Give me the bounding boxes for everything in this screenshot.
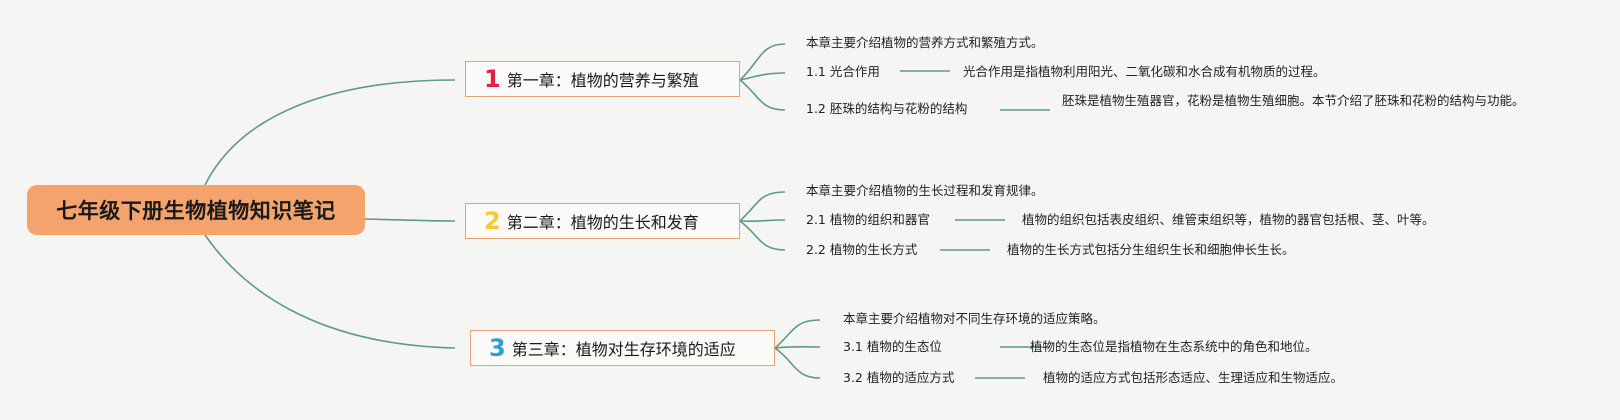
chapter-3-section-2[interactable]: 3.2 植物的适应方式 <box>843 370 955 385</box>
chapter-2-section-2[interactable]: 2.2 植物的生长方式 <box>806 242 918 257</box>
chapter-3-node[interactable]: 3 第三章：植物对生存环境的适应 <box>470 330 775 366</box>
connector-ch3-s1 <box>774 345 821 349</box>
chapter-1-summary[interactable]: 本章主要介绍植物的营养方式和繁殖方式。 <box>806 35 1044 50</box>
chapter-3-section-1[interactable]: 3.1 植物的生态位 <box>843 339 942 354</box>
connector-ch1-s1 <box>739 72 786 81</box>
chapter-2-section-2-desc[interactable]: 植物的生长方式包括分生组织生长和细胞伸长生长。 <box>1007 242 1295 257</box>
connector-ch2-s1 <box>739 219 786 223</box>
root-title: 七年级下册生物植物知识笔记 <box>56 199 336 223</box>
root-topic[interactable]: 七年级下册生物植物知识笔记 <box>27 185 365 235</box>
chapter-2-section-1[interactable]: 2.1 植物的组织和器官 <box>806 212 930 227</box>
chapter-3-title: 第三章：植物对生存环境的适应 <box>511 340 736 359</box>
connector-ch3-s2 <box>774 347 821 379</box>
chapter-3-section-1-desc[interactable]: 植物的生态位是指植物在生态系统中的角色和地位。 <box>1030 339 1318 354</box>
chapter-1-section-1[interactable]: 1.1 光合作用 <box>806 64 880 79</box>
chapter-1-title: 第一章：植物的营养与繁殖 <box>506 71 699 90</box>
chapter-2-node[interactable]: 2 第二章：植物的生长和发育 <box>465 203 740 239</box>
chapter-3-summary[interactable]: 本章主要介绍植物对不同生存环境的适应策略。 <box>843 311 1106 326</box>
connector-root-ch2 <box>364 218 456 222</box>
chapter-1-node[interactable]: 1 第一章：植物的营养与繁殖 <box>465 61 740 97</box>
chapter-3-number: 3 <box>489 334 506 362</box>
connector-ch2-s2 <box>739 220 786 251</box>
connector-root-ch3 <box>204 234 456 349</box>
chapter-2-summary[interactable]: 本章主要介绍植物的生长过程和发育规律。 <box>806 183 1044 198</box>
chapter-2-number: 2 <box>484 207 501 235</box>
chapter-1-section-1-desc[interactable]: 光合作用是指植物利用阳光、二氧化碳和水合成有机物质的过程。 <box>963 64 1326 79</box>
chapter-1-number: 1 <box>484 65 501 93</box>
connector-ch1-summary <box>739 43 786 81</box>
chapter-2-section-1-desc[interactable]: 植物的组织包括表皮组织、维管束组织等，植物的器官包括根、茎、叶等。 <box>1022 212 1435 227</box>
connector-root-ch1 <box>204 79 456 186</box>
chapter-3-section-2-desc[interactable]: 植物的适应方式包括形态适应、生理适应和生物适应。 <box>1043 370 1344 385</box>
chapter-2-title: 第二章：植物的生长和发育 <box>506 213 699 232</box>
connector-ch3-summary <box>774 319 821 349</box>
connector-ch1-s2 <box>739 79 786 111</box>
chapter-1-section-2[interactable]: 1.2 胚珠的结构与花粉的结构 <box>806 101 968 116</box>
connector-ch2-summary <box>739 191 786 222</box>
chapter-1-section-2-desc[interactable]: 胚珠是植物生殖器官，花粉是植物生殖细胞。本节介绍了胚珠和花粉的结构与功能。 <box>1062 93 1525 108</box>
